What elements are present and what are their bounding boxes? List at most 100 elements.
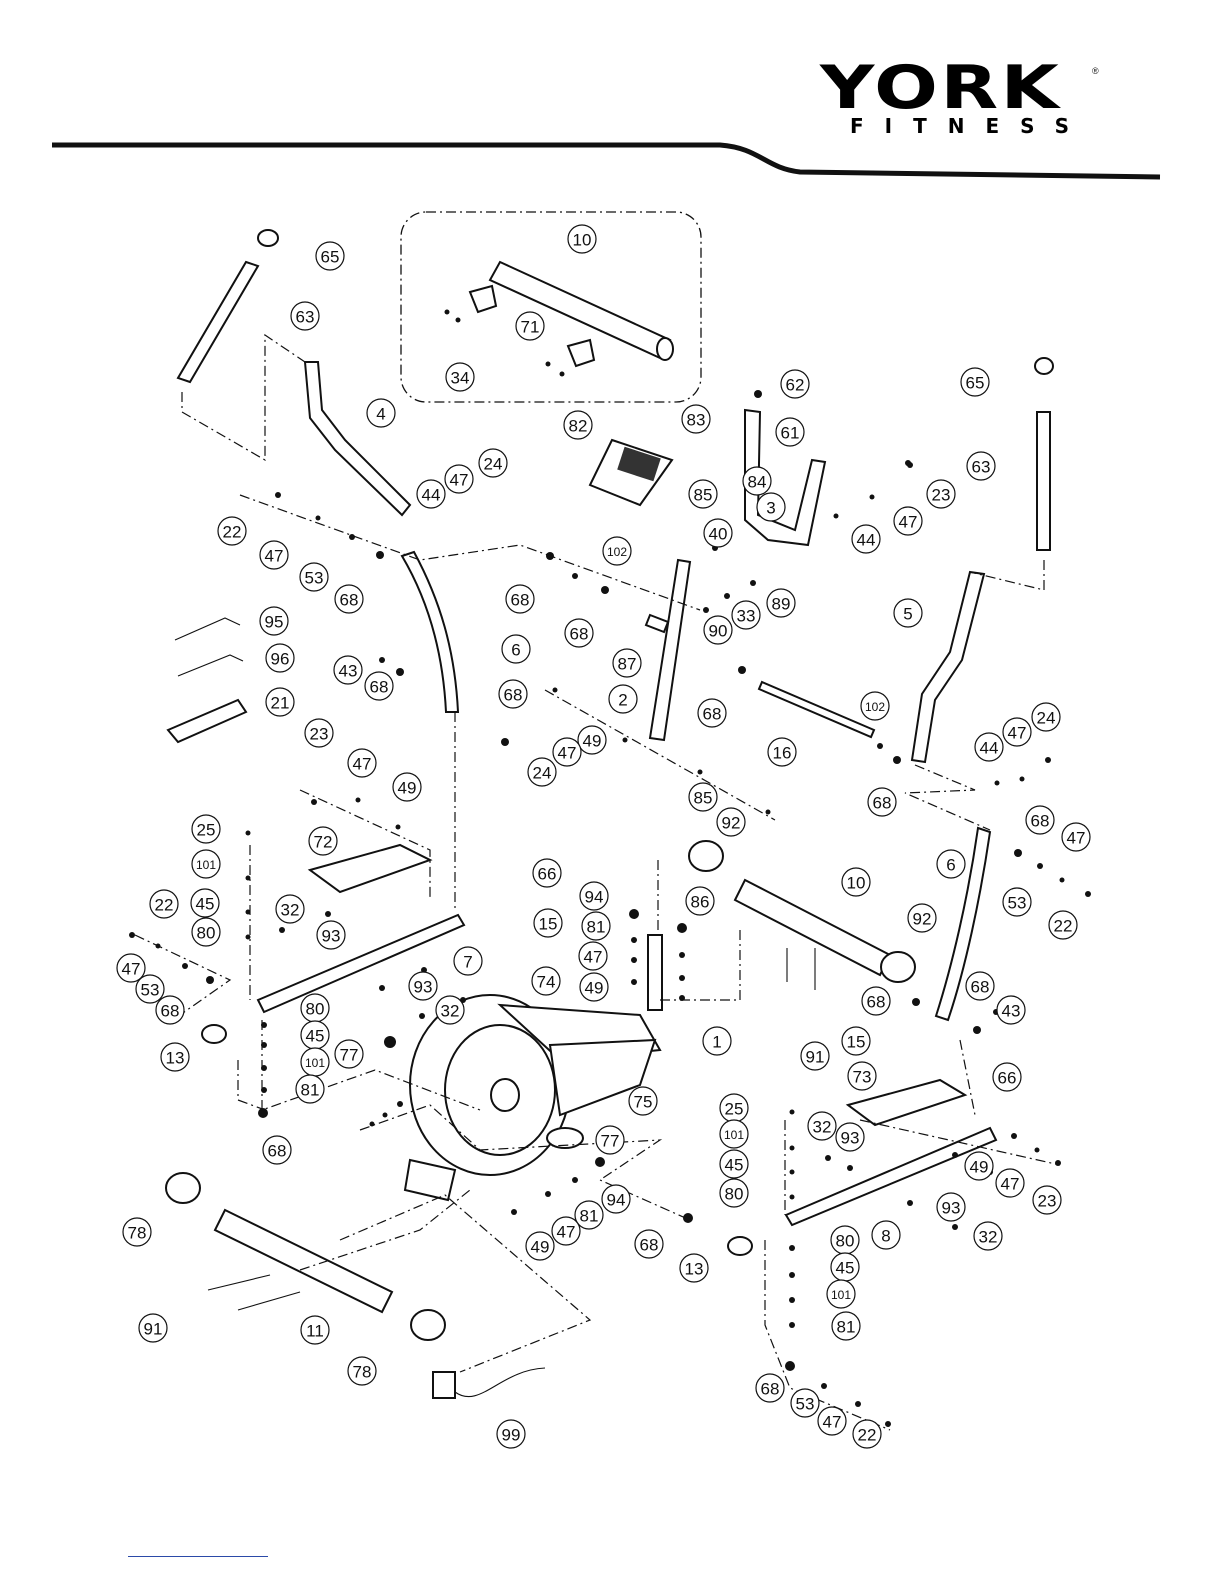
callout-number: 45: [306, 1027, 325, 1046]
callout-number: 15: [847, 1033, 866, 1052]
callout-part-80: 80: [719, 1178, 749, 1208]
callout-circle: [780, 369, 810, 399]
callout-number: 101: [831, 1288, 851, 1302]
callout-circle: [577, 725, 607, 755]
callout-part-65: 65: [960, 367, 990, 397]
callout-number: 91: [806, 1048, 825, 1067]
callout-circle: [893, 506, 923, 536]
callout-part-68: 68: [867, 787, 897, 817]
callout-number: 85: [694, 789, 713, 808]
callout-part-72: 72: [308, 826, 338, 856]
callout-circle: [315, 241, 345, 271]
callout-part-8: 8: [871, 1220, 901, 1250]
callout-circle: [871, 1220, 901, 1250]
callout-circle: [964, 1151, 994, 1181]
callout-circle: [505, 584, 535, 614]
callout-circle: [217, 516, 247, 546]
callout-circle: [841, 867, 871, 897]
footer-link-underline[interactable]: [128, 1556, 268, 1557]
callout-part-47: 47: [893, 506, 923, 536]
callout-number: 68: [161, 1002, 180, 1021]
callout-number: 68: [370, 678, 389, 697]
callout-circle: [564, 618, 594, 648]
callout-number: 40: [709, 525, 728, 544]
callout-circle: [974, 732, 1004, 762]
callout-circle: [333, 655, 363, 685]
callout-part-62: 62: [780, 369, 810, 399]
callout-part-45: 45: [190, 888, 220, 918]
callout-number: 71: [521, 318, 540, 337]
callout-number: 22: [155, 896, 174, 915]
callout-part-10: 10: [567, 224, 597, 254]
callout-circle: [290, 301, 320, 331]
callout-circle: [574, 1200, 604, 1230]
callout-circle: [965, 971, 995, 1001]
callout-part-68: 68: [155, 995, 185, 1025]
callout-circle: [552, 737, 582, 767]
callout-number: 77: [340, 1046, 359, 1065]
callout-number: 7: [463, 953, 472, 972]
callout-circle: [867, 787, 897, 817]
callout-circle: [533, 908, 563, 938]
callout-number: 92: [722, 814, 741, 833]
callout-number: 63: [972, 458, 991, 477]
callout-part-93: 93: [408, 971, 438, 1001]
callout-part-47: 47: [347, 748, 377, 778]
callout-number: 47: [584, 948, 603, 967]
callout-part-91: 91: [800, 1041, 830, 1071]
callout-number: 85: [694, 486, 713, 505]
callout-part-101: 101: [826, 1279, 856, 1309]
callout-circle: [478, 448, 508, 478]
callout-number: 3: [766, 499, 775, 518]
callout-part-84: 84: [742, 466, 772, 496]
callout-circle: [265, 687, 295, 717]
callout-number: 25: [725, 1100, 744, 1119]
callout-circle: [893, 598, 923, 628]
callout-circle: [841, 1026, 871, 1056]
callout-number: 49: [583, 732, 602, 751]
part-allen-wrench-95: [174, 617, 241, 641]
callout-part-1: 1: [702, 1026, 732, 1056]
callout-circle: [275, 894, 305, 924]
callout-part-45: 45: [719, 1149, 749, 1179]
callout-circle: [1002, 887, 1032, 917]
callout-number: 10: [847, 874, 866, 893]
callout-number: 68: [268, 1142, 287, 1161]
callout-part-47: 47: [116, 953, 146, 983]
callout-part-66: 66: [992, 1062, 1022, 1092]
callout-number: 66: [998, 1069, 1017, 1088]
callout-circle: [628, 1086, 658, 1116]
callout-part-4: 4: [366, 398, 396, 428]
part-bolt-91-a: [207, 1274, 271, 1291]
callout-number: 47: [1008, 724, 1027, 743]
callout-number: 6: [946, 856, 955, 875]
callout-number: 68: [640, 1236, 659, 1255]
part-allen-wrench-96: [177, 654, 244, 677]
callout-part-95: 95: [259, 606, 289, 636]
callout-number: 68: [570, 625, 589, 644]
callout-circle: [766, 588, 796, 618]
callout-circle: [444, 464, 474, 494]
callout-part-81: 81: [581, 911, 611, 941]
callout-circle: [138, 1313, 168, 1343]
callout-circle: [936, 849, 966, 879]
callout-number: 68: [1031, 812, 1050, 831]
logo-fitness-text: FITNESS: [850, 114, 1091, 138]
callout-circle: [300, 1315, 330, 1345]
callout-number: 13: [685, 1260, 704, 1279]
callout-circle: [608, 684, 638, 714]
callout-number: 63: [296, 308, 315, 327]
callout-part-32: 32: [973, 1221, 1003, 1251]
callout-number: 47: [353, 755, 372, 774]
callout-circle: [719, 1119, 749, 1149]
callout-number: 32: [979, 1228, 998, 1247]
part-lower-arm-left: [400, 550, 460, 713]
callout-circle: [612, 648, 642, 678]
callout-circle: [807, 1111, 837, 1141]
callout-number: 93: [942, 1199, 961, 1218]
callout-number: 68: [340, 591, 359, 610]
callout-part-63: 63: [290, 301, 320, 331]
callout-circle: [852, 1419, 882, 1449]
callout-number: 53: [305, 569, 324, 588]
